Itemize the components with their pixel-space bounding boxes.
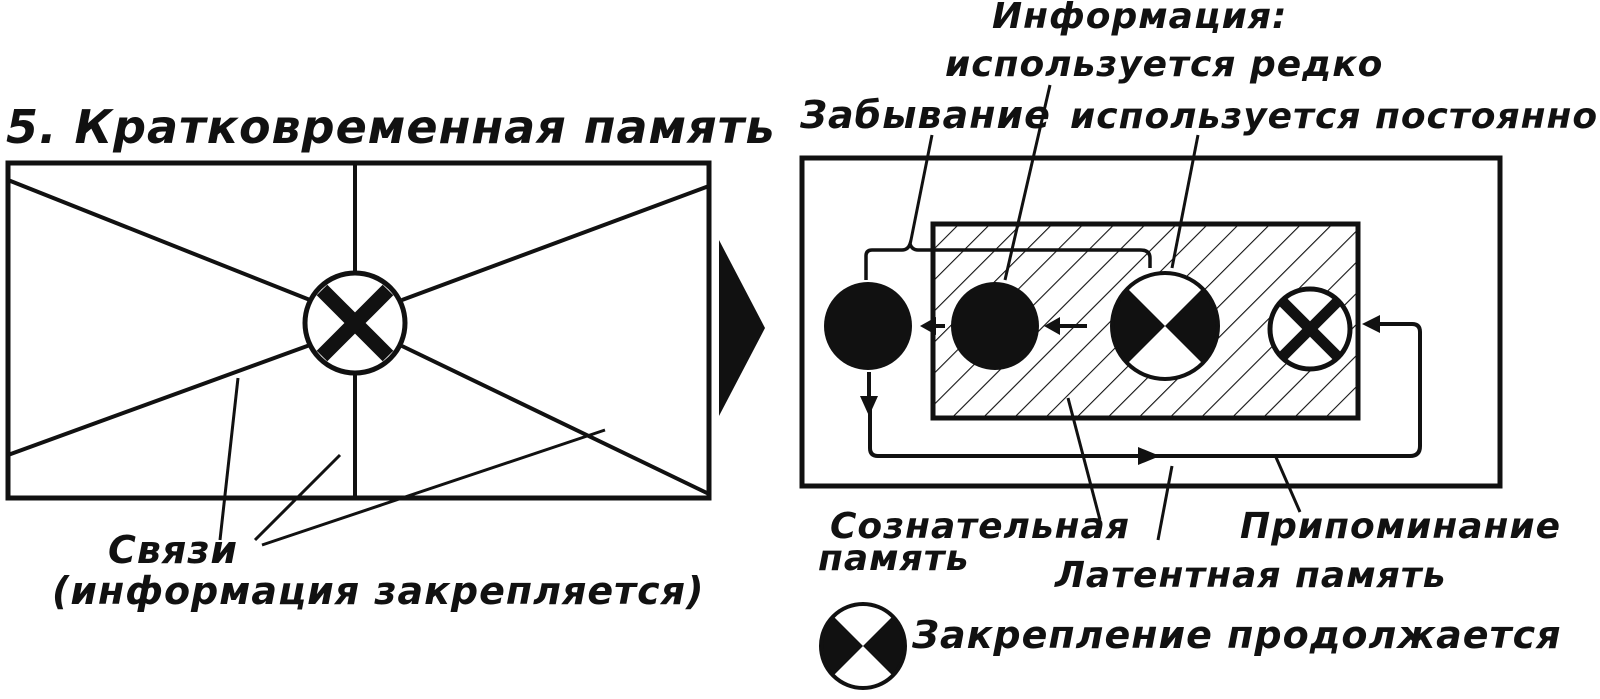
conscious-memory-node (824, 282, 912, 370)
forgetting-label: Забывание (799, 93, 1051, 137)
transition-arrow-icon (719, 240, 765, 416)
conscious-memory-label-line2: память (818, 538, 969, 579)
latent-memory-node (1267, 286, 1353, 372)
active-memory-node (951, 282, 1039, 370)
conscious-memory-label-line1: Сознательная (830, 506, 1130, 547)
information-used-constantly: используется постоянно (1070, 96, 1598, 137)
bottom-leader-lines (1066, 397, 1302, 541)
consolidating-memory-node (1110, 271, 1220, 381)
short-term-memory-title: 5. Кратковременная память (6, 100, 775, 154)
long-term-memory-frame (799, 155, 1503, 489)
information-used-rarely: используется редко (945, 44, 1383, 85)
information-title: Информация: (992, 0, 1287, 37)
short-term-memory-frame (5, 160, 712, 501)
recall-label: Припоминание (1240, 506, 1561, 547)
consolidation-legend-label: Закрепление продолжается (911, 613, 1562, 657)
top-leader-lines (908, 84, 1200, 281)
conscious-to-latent-arrow (860, 372, 878, 416)
recall-loop (868, 315, 1422, 465)
latent-memory-label: Латентная память (1054, 555, 1446, 596)
links-note: (информация закрепляется) (52, 569, 704, 613)
links-label: Связи (108, 528, 238, 572)
flow-arrows (920, 317, 1087, 335)
central-memory-node (302, 270, 408, 376)
consolidation-legend-icon (819, 602, 907, 690)
links-leader-lines (218, 377, 606, 547)
